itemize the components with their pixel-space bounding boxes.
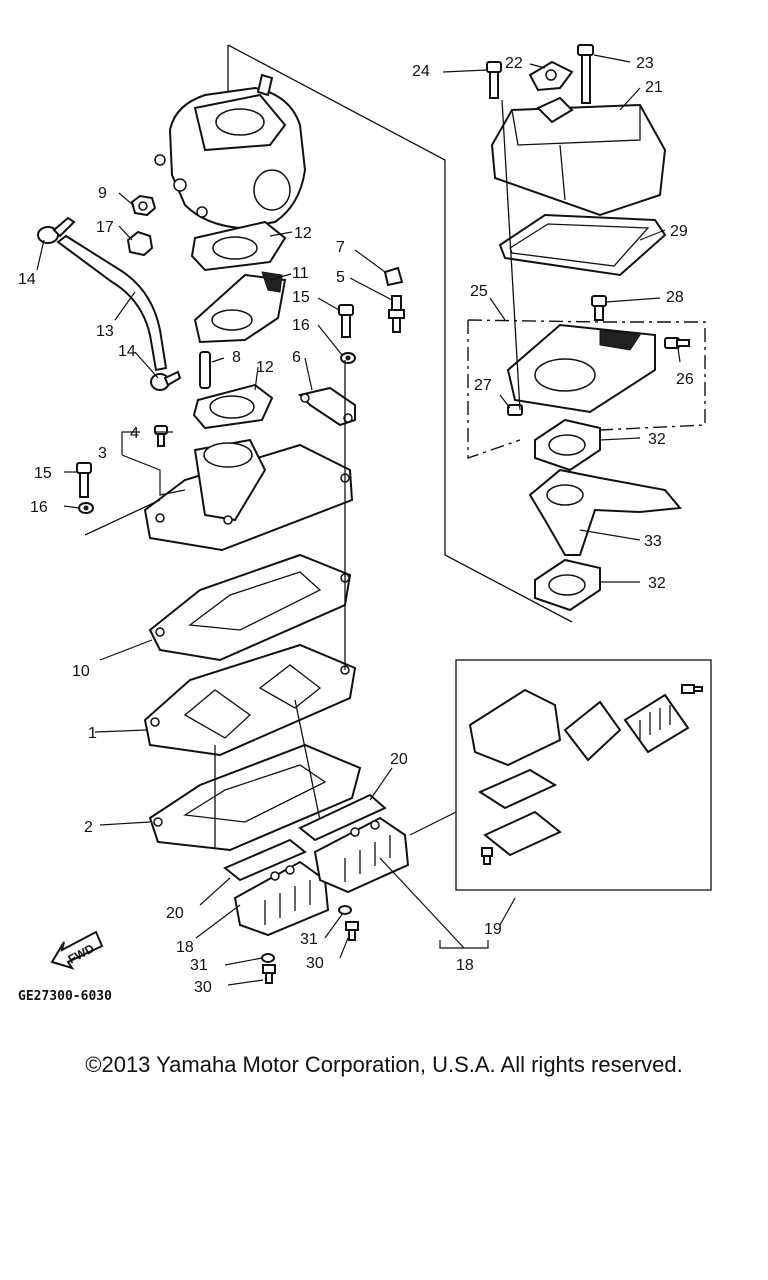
part-guide-lines	[84, 360, 346, 848]
part-7-cap	[383, 266, 404, 287]
callout-11: 11	[292, 265, 309, 282]
part-14-hose-clamp-upper	[37, 216, 76, 244]
exploded-parts-diagram: FWD GE27300-6030	[18, 44, 712, 1004]
callout-25: 25	[470, 283, 488, 300]
part-intake-carburetor	[154, 73, 307, 230]
callout-30-right: 30	[306, 955, 324, 972]
part-10-gasket	[148, 553, 352, 662]
part-24-bolt	[486, 61, 502, 99]
callout-18-left: 18	[176, 939, 194, 956]
part-2-gasket	[148, 743, 362, 852]
part-18-reed-valve-right	[313, 816, 410, 894]
callout-23: 23	[636, 55, 654, 72]
part-33-bracket	[528, 468, 682, 556]
part-27-plug	[507, 404, 523, 416]
callout-18-right: 18	[456, 957, 474, 974]
part-12-gasket-upper	[190, 220, 287, 272]
part-30-bolt-right	[345, 921, 359, 941]
callout-4: 4	[130, 425, 139, 442]
callout-6: 6	[292, 349, 301, 366]
callout-5: 5	[336, 269, 345, 286]
part-15-bolt-upper	[338, 304, 354, 338]
copyright-notice: ©2013 Yamaha Motor Corporation, U.S.A. A…	[85, 1052, 683, 1077]
part-16-washer-upper	[340, 352, 356, 364]
part-28-bolt	[591, 295, 607, 321]
callout-24: 24	[412, 63, 430, 80]
callout-16-upper: 16	[292, 317, 310, 334]
guide-line-right	[501, 99, 521, 411]
part-20-stopper-right	[298, 793, 387, 842]
part-11-plate	[193, 271, 287, 344]
part-29-gasket	[498, 213, 667, 277]
part-25-kit-frame	[467, 319, 706, 459]
callout-20-right: 20	[390, 751, 408, 768]
callout-21: 21	[645, 79, 663, 96]
callout-32-upper: 32	[648, 431, 666, 448]
forward-arrow-icon: FWD	[50, 930, 104, 970]
part-17-clip	[126, 230, 154, 257]
part-18-reed-valve-left	[233, 860, 330, 937]
part-12-gasket-lower	[192, 383, 274, 430]
part-32-gasket-lower	[534, 558, 601, 612]
callout-15-upper: 15	[292, 289, 310, 306]
callout-7: 7	[336, 239, 345, 256]
part-23-bolt	[577, 44, 594, 104]
part-19-repair-kit	[455, 659, 712, 891]
callout-17: 17	[96, 219, 114, 236]
drawing-code: GE27300-6030	[18, 989, 112, 1004]
callout-15-lower: 15	[34, 465, 52, 482]
part-3-manifold	[143, 438, 354, 552]
part-9-nut	[130, 194, 157, 217]
part-30-bolt-left	[262, 964, 276, 984]
callout-14-upper: 14	[18, 271, 36, 288]
part-32-gasket-upper	[534, 418, 601, 472]
callout-30-left: 30	[194, 979, 212, 996]
callout-labels: 1 2 3 4 5 6 7 8 9 10 11 12 12 13 14 14 1…	[18, 55, 694, 996]
callout-31-right: 31	[300, 931, 318, 948]
callout-14-lower: 14	[118, 343, 136, 360]
callout-10: 10	[72, 663, 90, 680]
callout-33: 33	[644, 533, 662, 550]
callout-1: 1	[88, 725, 97, 742]
part-21-cover	[490, 103, 667, 217]
part-13-hose	[56, 234, 168, 372]
part-31-washer-left	[261, 953, 275, 963]
part-31-washer-right	[338, 905, 352, 915]
callout-19: 19	[484, 921, 502, 938]
callout-leaders	[36, 54, 681, 986]
part-15-bolt-lower	[76, 462, 92, 498]
callout-26: 26	[676, 371, 694, 388]
callout-27: 27	[474, 377, 492, 394]
part-1-reed-plate	[143, 643, 357, 757]
callout-32-lower: 32	[648, 575, 666, 592]
callout-12-upper: 12	[294, 225, 312, 242]
callout-29: 29	[670, 223, 688, 240]
callout-9: 9	[98, 185, 107, 202]
callout-28: 28	[666, 289, 684, 306]
part-6-bracket	[298, 386, 356, 427]
part-8-stud	[199, 351, 211, 389]
part-4-bolt	[154, 425, 168, 447]
part-5-valve	[388, 295, 405, 333]
callout-8: 8	[232, 349, 241, 366]
callout-22: 22	[505, 55, 523, 72]
callout-16-lower: 16	[30, 499, 48, 516]
part-26-fitting	[664, 337, 690, 349]
callout-2: 2	[84, 819, 93, 836]
callout-3: 3	[98, 445, 107, 462]
callout-31-left: 31	[190, 957, 208, 974]
callout-20-left: 20	[166, 905, 184, 922]
part-14-hose-clamp-lower	[150, 370, 182, 391]
part-22-elbow	[528, 60, 574, 124]
part-25-plate	[506, 323, 656, 414]
part-16-washer-lower	[78, 502, 94, 514]
callout-12-lower: 12	[256, 359, 274, 376]
part-20-stopper-left	[223, 838, 307, 882]
callout-13: 13	[96, 323, 114, 340]
